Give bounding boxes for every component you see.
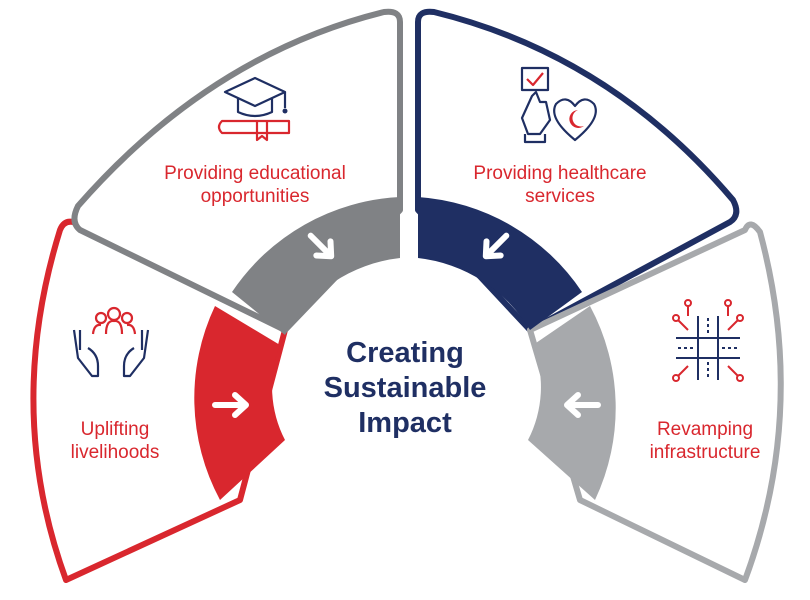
label-healthcare: Providing healthcare services <box>440 162 680 208</box>
graduation-cap-books-icon <box>217 76 291 142</box>
arrow-down-right-icon <box>307 232 335 260</box>
arrow-down-left-icon <box>482 232 510 260</box>
center-title-line2: Sustainable <box>323 372 487 404</box>
center-title-line1: Creating <box>346 337 464 369</box>
label-education: Providing educational opportunities <box>130 162 380 208</box>
label-infrastructure: Revamping infrastructure <box>625 418 785 464</box>
label-education-line1: Providing educational <box>164 163 346 184</box>
hands-people-icon <box>72 306 150 378</box>
arrow-right-icon <box>212 392 249 418</box>
band-education <box>232 197 400 335</box>
label-healthcare-line1: Providing healthcare <box>473 163 647 184</box>
label-livelihoods-line2: livelihoods <box>70 442 160 463</box>
label-livelihoods: Uplifting livelihoods <box>40 418 190 464</box>
band-healthcare <box>418 197 582 330</box>
arrow-left-icon <box>564 392 601 418</box>
checklist-heart-icon <box>520 66 597 144</box>
center-title-line3: Impact <box>358 407 452 439</box>
label-infrastructure-line1: Revamping <box>656 419 754 440</box>
label-infrastructure-line2: infrastructure <box>649 442 761 463</box>
center-title: Creating Sustainable Impact <box>300 336 510 441</box>
label-healthcare-line2: services <box>525 186 595 207</box>
label-livelihoods-line1: Uplifting <box>80 419 150 440</box>
crossroads-circuit-icon <box>672 299 744 382</box>
label-education-line2: opportunities <box>200 186 310 207</box>
